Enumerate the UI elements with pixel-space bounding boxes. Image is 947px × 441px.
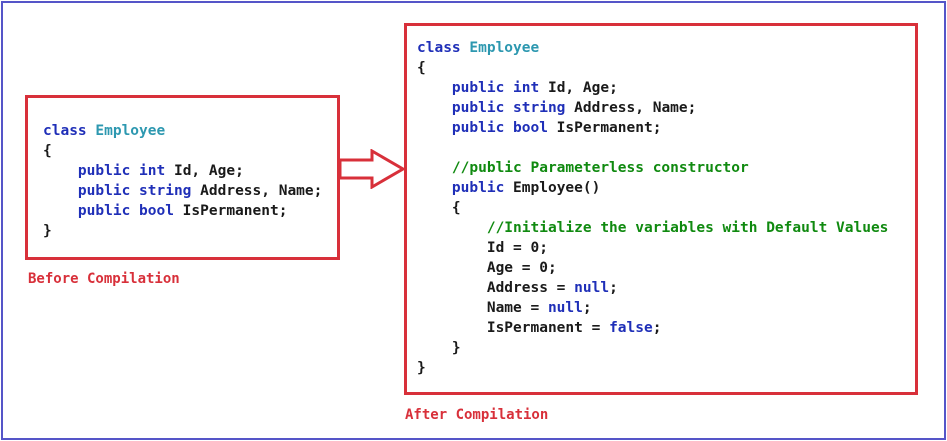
code-token: Id, Age; [539, 80, 618, 96]
code-token: Address = [417, 280, 575, 296]
before-code-listing: class Employee { public int Id, Age; pub… [43, 121, 322, 241]
before-code-box: class Employee { public int Id, Age; pub… [25, 95, 340, 260]
after-code-listing: class Employee { public int Id, Age; pub… [417, 38, 888, 378]
code-line: public string Address, Name; [43, 183, 322, 199]
code-token [417, 220, 487, 236]
code-token: { [43, 143, 52, 159]
type-token: Employee [95, 123, 166, 139]
keyword-token: null [547, 300, 583, 316]
code-token [417, 120, 452, 136]
code-line: //Initialize the variables with Default … [417, 220, 889, 236]
code-line: public string Address, Name; [417, 100, 696, 116]
code-token: Id = 0; [417, 240, 548, 256]
code-line: Name = null; [417, 300, 592, 316]
code-line: public bool IsPermanent; [417, 120, 662, 136]
keyword-token: public [451, 180, 505, 196]
code-token: Address, Name; [565, 100, 697, 116]
comment-token: //Initialize the variables with Default … [486, 220, 889, 236]
code-line: Age = 0; [417, 260, 557, 276]
code-token [417, 160, 452, 176]
code-line: { [417, 200, 461, 216]
code-token: Employee() [504, 180, 601, 196]
code-token: } [417, 340, 461, 356]
keyword-token: public bool [451, 120, 548, 136]
keyword-token: public string [451, 100, 566, 116]
code-token [417, 80, 452, 96]
before-caption: Before Compilation [28, 271, 180, 287]
code-line: class Employee [43, 123, 165, 139]
code-token: ; [652, 320, 662, 336]
code-line: } [417, 360, 426, 376]
code-token: ; [582, 300, 592, 316]
code-line: { [43, 143, 52, 159]
code-token: { [417, 200, 461, 216]
code-token: Age = 0; [417, 260, 557, 276]
after-code-box: class Employee { public int Id, Age; pub… [404, 23, 918, 395]
keyword-token: public bool [77, 203, 174, 219]
code-line: public Employee() [417, 180, 600, 196]
code-line: IsPermanent = false; [417, 320, 662, 336]
code-line: public int Id, Age; [43, 163, 244, 179]
after-caption: After Compilation [405, 407, 549, 423]
code-token [43, 163, 78, 179]
code-token: ; [609, 280, 618, 296]
code-line: //public Parameterless constructor [417, 160, 749, 176]
code-line: class Employee [417, 40, 539, 56]
type-token: Employee [469, 40, 540, 56]
code-token: Id, Age; [165, 163, 244, 179]
code-token: IsPermanent; [547, 120, 662, 136]
code-line: { [417, 60, 426, 76]
keyword-token: public string [77, 183, 192, 199]
code-token: } [417, 360, 426, 376]
keyword-token: null [574, 280, 610, 296]
code-token: IsPermanent; [173, 203, 288, 219]
keyword-token: false [609, 320, 653, 336]
code-token: IsPermanent = [417, 320, 610, 336]
code-line: } [417, 340, 461, 356]
code-line: public int Id, Age; [417, 80, 618, 96]
code-token [43, 203, 78, 219]
keyword-token: class [417, 40, 470, 56]
code-token [417, 180, 452, 196]
code-token [417, 100, 452, 116]
keyword-token: class [43, 123, 96, 139]
code-token: Name = [417, 300, 548, 316]
code-token: { [417, 60, 426, 76]
code-token: } [43, 223, 52, 239]
code-line: public bool IsPermanent; [43, 203, 288, 219]
comment-token: //public Parameterless constructor [451, 160, 749, 176]
code-line: Address = null; [417, 280, 618, 296]
code-line: } [43, 223, 52, 239]
code-line: Id = 0; [417, 240, 548, 256]
code-token: Address, Name; [191, 183, 323, 199]
code-token [43, 183, 78, 199]
right-arrow-icon [339, 149, 406, 189]
keyword-token: public int [77, 163, 166, 179]
keyword-token: public int [451, 80, 540, 96]
